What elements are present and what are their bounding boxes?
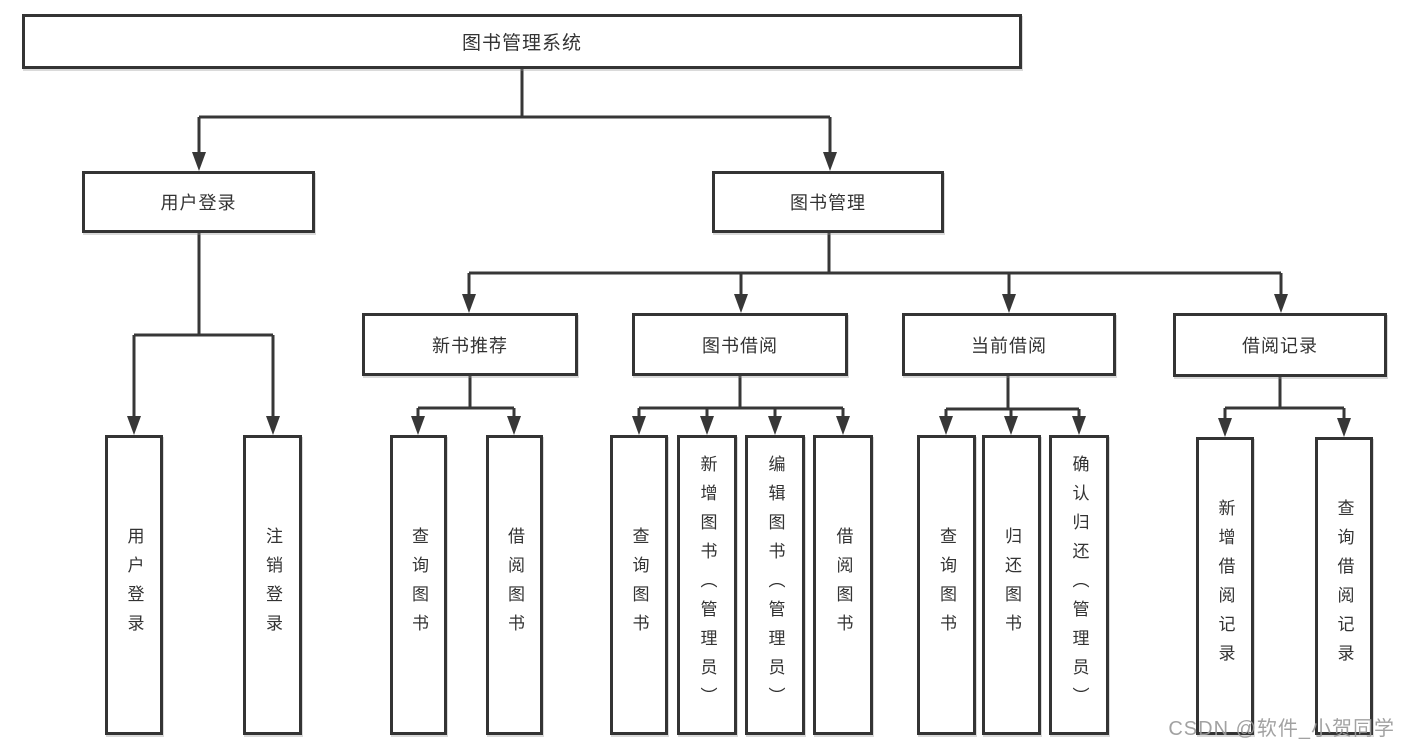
watermark: CSDN @软件_小贺同学 [1168, 718, 1395, 740]
leaf-query-book-current: 查询图书 [917, 435, 976, 735]
leaf-add-borrow-record: 新增借阅记录 [1196, 437, 1254, 735]
node-label: 借阅图书 [505, 527, 524, 643]
node-label: 注销登录 [263, 527, 282, 643]
leaf-logout: 注销登录 [243, 435, 302, 735]
leaf-query-book-borrow: 查询图书 [610, 435, 668, 735]
connector-borrow-record-to-children [1218, 377, 1351, 437]
node-borrow-record: 借阅记录 [1173, 313, 1387, 377]
connector-current-borrow-to-children [939, 376, 1086, 435]
leaf-borrow-book: 借阅图书 [813, 435, 873, 735]
node-root-library-system: 图书管理系统 [22, 14, 1022, 69]
connector-user-login-to-children [127, 233, 280, 435]
node-label: 新增图书（管理员） [697, 454, 717, 716]
leaf-edit-book-admin: 编辑图书（管理员） [745, 435, 805, 735]
node-label: 图书借阅 [702, 335, 778, 356]
node-label: 当前借阅 [971, 335, 1047, 356]
leaf-user-login: 用户登录 [105, 435, 163, 735]
node-current-borrow: 当前借阅 [902, 313, 1116, 376]
node-label: 图书管理 [790, 193, 866, 213]
node-label: 用户登录 [160, 193, 237, 213]
connector-book-management-to-level3 [462, 233, 1288, 313]
leaf-confirm-return-admin: 确认归还（管理员） [1049, 435, 1109, 735]
node-label: 查询图书 [629, 527, 649, 643]
node-book-borrow: 图书借阅 [632, 313, 848, 376]
leaf-query-book-recommend: 查询图书 [390, 435, 447, 735]
node-label: 新书推荐 [432, 335, 508, 356]
node-label: 用户登录 [124, 527, 144, 643]
node-label: 借阅图书 [833, 527, 853, 643]
node-label: 新增借阅记录 [1215, 499, 1235, 673]
connector-new-book-to-children [411, 376, 521, 435]
node-user-login: 用户登录 [82, 171, 315, 233]
leaf-borrow-book-recommend: 借阅图书 [486, 435, 543, 735]
node-book-management: 图书管理 [712, 171, 944, 233]
node-label: 借阅记录 [1242, 336, 1318, 356]
node-new-book-recommend: 新书推荐 [362, 313, 578, 376]
node-label: 确认归还（管理员） [1069, 454, 1089, 716]
node-label: 归还图书 [1002, 527, 1021, 643]
node-label: 图书管理系统 [461, 33, 582, 54]
connector-root-to-level2 [192, 69, 837, 171]
node-label: 查询图书 [937, 527, 956, 643]
leaf-add-book-admin: 新增图书（管理员） [677, 435, 737, 735]
node-label: 查询图书 [409, 527, 428, 643]
leaf-query-borrow-record: 查询借阅记录 [1315, 437, 1373, 735]
leaf-return-book: 归还图书 [982, 435, 1041, 735]
node-label: 编辑图书（管理员） [765, 454, 785, 716]
connector-book-borrow-to-children [632, 376, 850, 435]
node-label: 查询借阅记录 [1334, 499, 1354, 673]
